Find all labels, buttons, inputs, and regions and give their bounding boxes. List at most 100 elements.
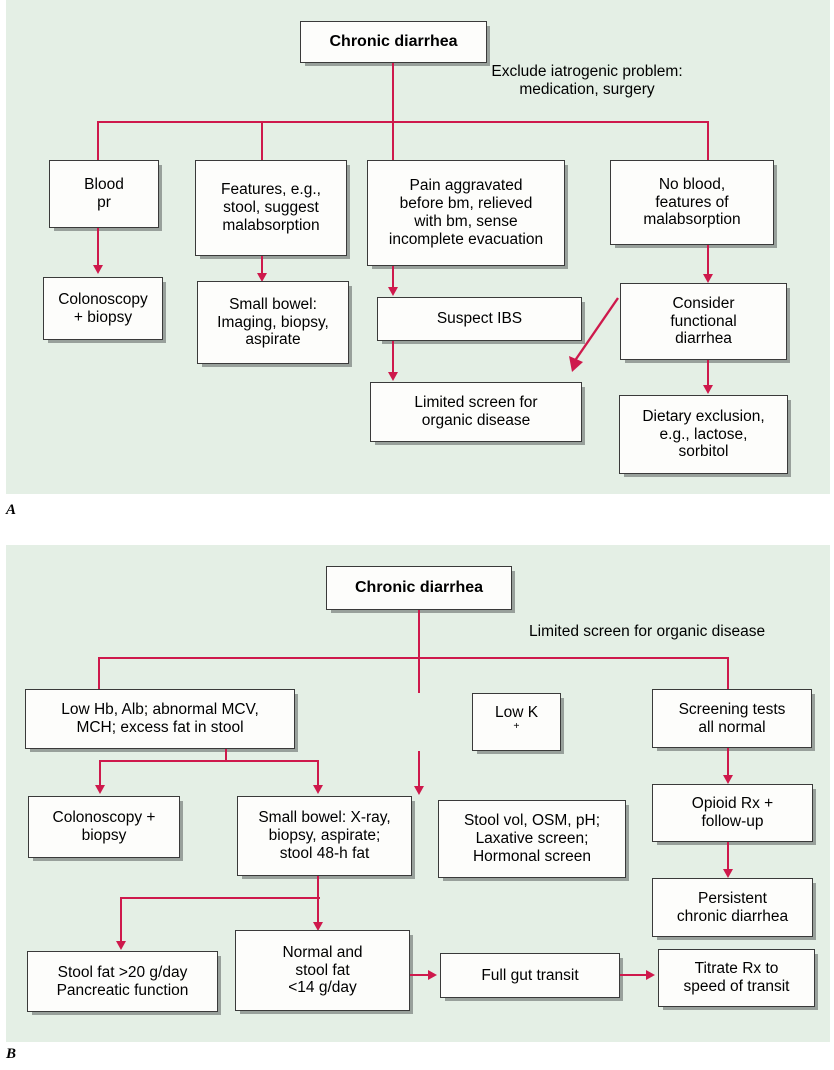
node-label: Screening tests all normal (678, 700, 786, 736)
connector-bus-a (97, 121, 709, 124)
connector-features-to-smallbowel (261, 256, 264, 276)
node-screening-tests-all-normal[interactable]: Screening tests all normal (652, 689, 812, 748)
node-colonoscopy-biopsy-b[interactable]: Colonoscopy + biopsy (28, 796, 180, 858)
node-dietary-exclusion[interactable]: Dietary exclusion, e.g., lactose, sorbit… (619, 395, 788, 474)
node-label: Small bowel: X-ray, biopsy, aspirate; st… (258, 809, 391, 862)
edge-label-limited-screen: Limited screen for organic disease (529, 623, 766, 640)
connector-blood-to-colonoscopy (97, 228, 100, 268)
node-blood-pr[interactable]: Blood pr (49, 160, 159, 228)
node-label: Chronic diarrhea (329, 32, 458, 50)
node-limited-screen-organic-disease[interactable]: Limited screen for organic disease (370, 382, 582, 442)
connector-fork-right-smallbowel (317, 760, 320, 788)
node-label: No blood, features of malabsorption (643, 175, 741, 229)
connector-noblood-to-consider (707, 245, 710, 277)
arrowhead-ibs-to-limited-screen (388, 372, 398, 381)
node-label: Colonoscopy + biopsy (58, 290, 148, 326)
node-small-bowel-imaging[interactable]: Small bowel: Imaging, biopsy, aspirate (197, 281, 349, 364)
arrowhead-fork-left-stoolfat20 (116, 941, 126, 950)
node-label: Blood pr (84, 176, 124, 211)
node-titrate-rx-speed[interactable]: Titrate Rx to speed of transit (658, 949, 815, 1007)
arrowhead-fullgut-to-titrate (646, 970, 655, 980)
node-label: Features, e.g., stool, suggest malabsorp… (221, 181, 321, 234)
node-label: Small bowel: Imaging, biopsy, aspirate (217, 295, 329, 349)
node-opioid-rx-follow-up[interactable]: Opioid Rx + follow-up (652, 784, 813, 842)
node-stool-vol-osm-ph[interactable]: Stool vol, OSM, pH; Laxative screen; Hor… (438, 800, 626, 878)
node-label: Stool vol, OSM, pH; Laxative screen; Hor… (463, 812, 601, 865)
connector-fork-left-colonoscopy (99, 760, 102, 788)
connector-normal14-to-fullgut (410, 974, 430, 977)
connector-fork-left-stoolfat20 (120, 897, 123, 944)
node-low-k[interactable]: Low K+ (472, 693, 561, 751)
connector-smallbowel-stem (317, 876, 320, 898)
superscript-plus: + (513, 719, 520, 732)
node-low-hb-alb[interactable]: Low Hb, Alb; abnormal MCV, MCH; excess f… (25, 689, 295, 749)
connector-lowhb-stem (225, 749, 228, 761)
arrowhead-consider-to-dietary (703, 385, 713, 394)
connector-drop-noblood (707, 121, 710, 160)
arrowhead-noblood-to-consider (703, 274, 713, 283)
node-label: Low Hb, Alb; abnormal MCV, MCH; excess f… (61, 701, 259, 736)
connector-opioid-to-persistent (727, 842, 730, 872)
node-label: Stool fat >20 g/day Pancreatic function (56, 963, 189, 999)
connector-drop-blood (97, 121, 100, 160)
arrowhead-blood-to-colonoscopy (93, 265, 103, 274)
arrowhead-fork-right-smallbowel (313, 785, 323, 794)
node-label: Chronic diarrhea (354, 578, 484, 596)
arrowhead-lowk-to-stoolvol (414, 786, 424, 795)
node-persistent-chronic-diarrhea[interactable]: Persistent chronic diarrhea (652, 878, 813, 937)
connector-bus-b (98, 657, 729, 660)
connector-drop-pain (392, 121, 395, 160)
connector-fork-right-normal14 (317, 897, 320, 925)
node-stool-fat-20-pancreatic[interactable]: Stool fat >20 g/day Pancreatic function (27, 951, 218, 1012)
node-label: Opioid Rx + follow-up (691, 795, 774, 830)
connector-ibs-to-limited-screen (392, 341, 395, 375)
node-label: Titrate Rx to speed of transit (683, 960, 790, 995)
node-label: Normal and stool fat <14 g/day (282, 943, 363, 997)
node-chronic-diarrhea-b[interactable]: Chronic diarrhea (326, 566, 512, 610)
connector-smallbowel-fork (120, 897, 320, 900)
node-normal-stool-fat-14[interactable]: Normal and stool fat <14 g/day (235, 930, 410, 1011)
arrowhead-fork-left-colonoscopy (95, 785, 105, 794)
connector-drop-lowhb (98, 657, 101, 689)
node-small-bowel-xray[interactable]: Small bowel: X-ray, biopsy, aspirate; st… (237, 796, 412, 876)
node-colonoscopy-biopsy-a[interactable]: Colonoscopy + biopsy (43, 277, 163, 340)
panel-b: Chronic diarrhea Limited screen for orga… (6, 545, 830, 1042)
connector-title-stem-a (392, 63, 395, 122)
node-consider-functional-diarrhea[interactable]: Consider functional diarrhea (620, 283, 787, 360)
node-pain-aggravated[interactable]: Pain aggravated before bm, relieved with… (367, 160, 565, 266)
node-label: Limited screen for organic disease (414, 394, 538, 429)
connector-drop-screening (727, 657, 730, 689)
arrowhead-opioid-to-persistent (723, 869, 733, 878)
node-full-gut-transit[interactable]: Full gut transit (440, 953, 620, 998)
node-label: Consider functional diarrhea (670, 294, 737, 348)
node-label: Colonoscopy + biopsy (52, 809, 156, 844)
connector-title-stem-b (418, 610, 421, 659)
edge-label-exclude-iatrogenic: Exclude iatrogenic problem: medication, … (491, 63, 683, 99)
panel-a: Chronic diarrhea Exclude iatrogenic prob… (6, 0, 830, 494)
connector-consider-to-dietary (707, 360, 710, 388)
node-label: Suspect IBS (436, 310, 523, 328)
connector-screening-to-opioid (727, 748, 730, 778)
node-features-malabsorption[interactable]: Features, e.g., stool, suggest malabsorp… (195, 160, 347, 256)
panel-letter-a: A (6, 502, 17, 518)
node-no-blood-features[interactable]: No blood, features of malabsorption (610, 160, 774, 245)
connector-drop-lowk (418, 657, 421, 693)
node-label: Pain aggravated before bm, relieved with… (388, 177, 544, 248)
connector-lowhb-fork (99, 760, 319, 763)
connector-drop-features (261, 121, 264, 160)
node-label: Dietary exclusion, e.g., lactose, sorbit… (642, 407, 765, 461)
arrowhead-pain-to-ibs (388, 287, 398, 296)
connector-lowk-to-stoolvol (418, 751, 421, 789)
arrowhead-normal14-to-fullgut (428, 970, 437, 980)
node-label: Full gut transit (481, 966, 579, 984)
panel-letter-b: B (6, 1046, 17, 1062)
connector-fullgut-to-titrate (620, 974, 648, 977)
node-label: Persistent chronic diarrhea (676, 889, 789, 925)
node-suspect-ibs[interactable]: Suspect IBS (377, 297, 582, 341)
connector-consider-to-limited-screen-diagonal (569, 297, 619, 372)
arrowhead-features-to-smallbowel (257, 273, 267, 282)
arrowhead-screening-to-opioid (723, 775, 733, 784)
arrowhead-fork-right-normal14 (313, 922, 323, 931)
node-chronic-diarrhea-a[interactable]: Chronic diarrhea (300, 21, 487, 63)
connector-pain-to-ibs (392, 266, 395, 290)
